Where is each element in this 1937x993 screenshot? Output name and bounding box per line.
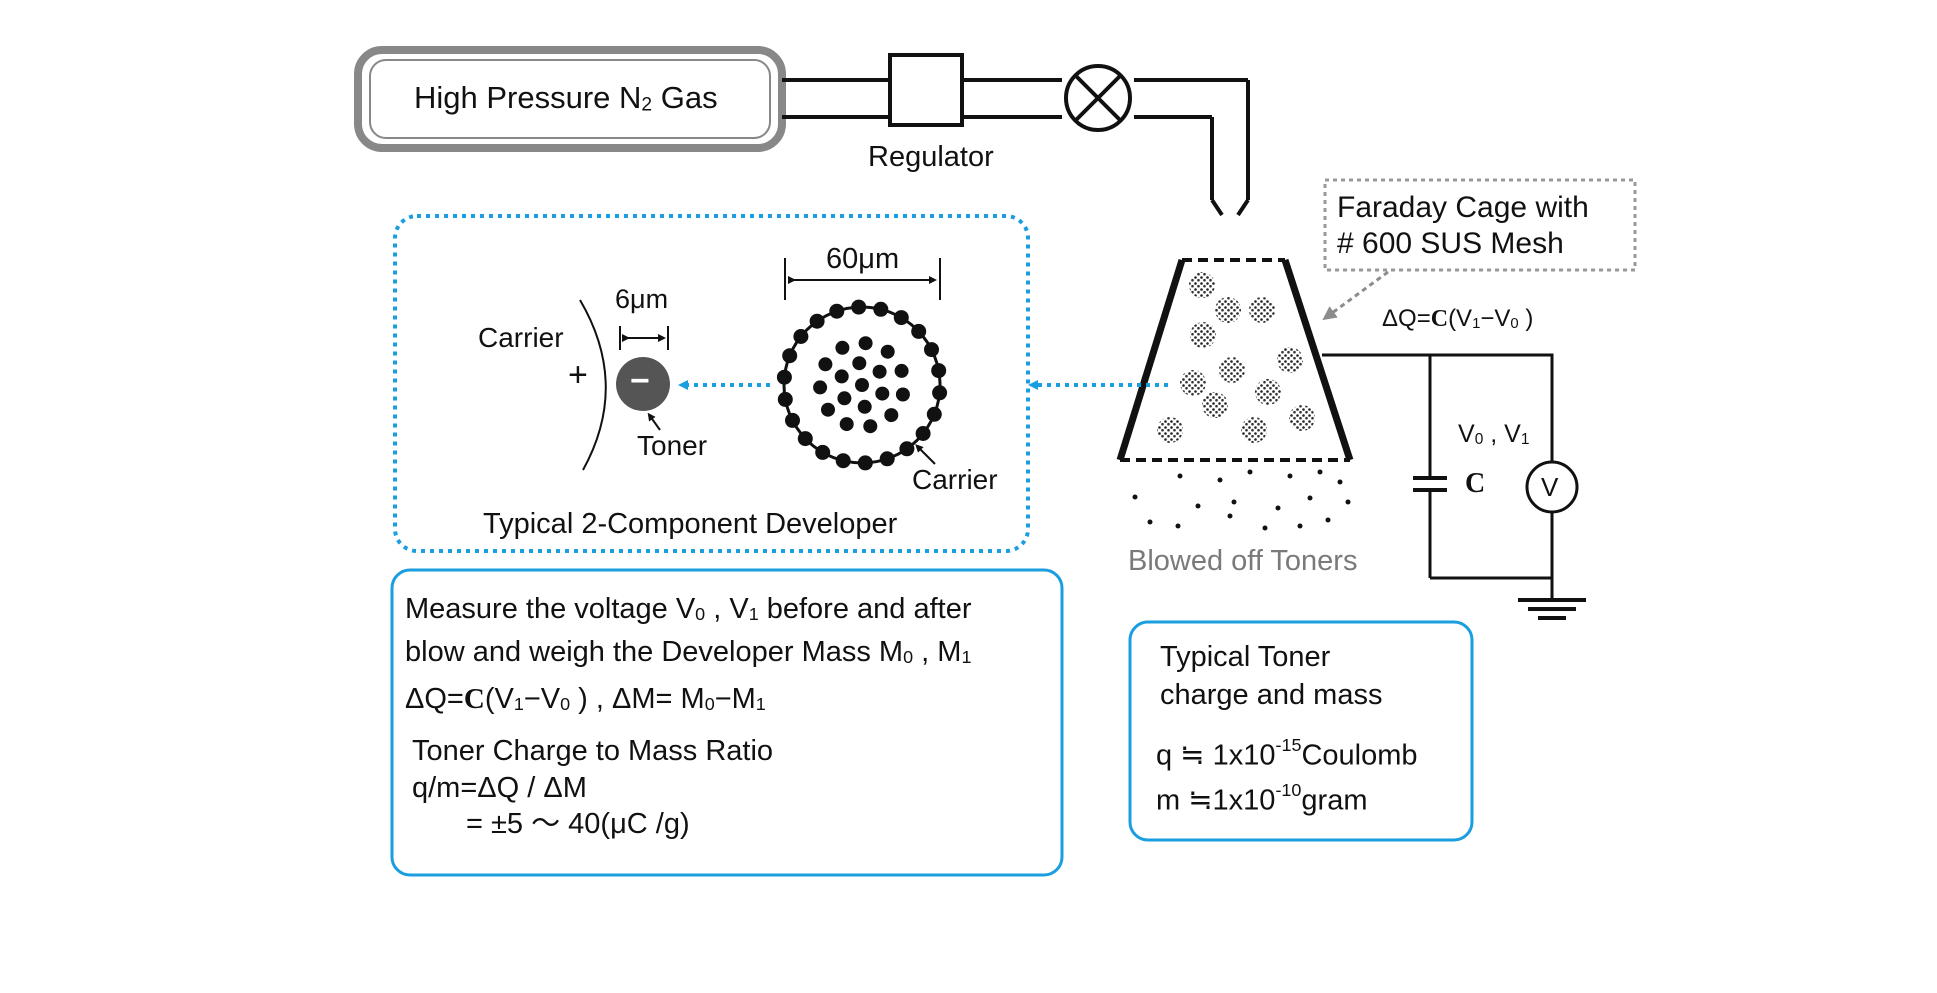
gas-cylinder [354, 46, 786, 152]
toner-dot [835, 453, 851, 469]
faraday-cage-label: Faraday Cage with # 600 SUS Mesh [1337, 191, 1589, 260]
toner-dot [899, 441, 915, 457]
toner-dot [852, 356, 867, 371]
toner-dot [873, 301, 889, 317]
toner-dot [857, 399, 872, 414]
ratio-formula: q/m=ΔQ / ΔM [412, 772, 587, 804]
measurement-line-2: blow and weigh the Developer Mass M0 , M… [405, 636, 972, 669]
toner-dot [821, 402, 835, 417]
charge-formula-label: ΔQ=C(V1−V0 ) [1382, 305, 1534, 332]
ground-icon [1518, 598, 1586, 620]
toner-pointer [647, 412, 661, 431]
plus-sign: + [568, 356, 588, 394]
toner-dot [855, 378, 869, 392]
voltage-readout-label: V0 , V1 [1458, 420, 1530, 448]
toner-size-label: 6μm [615, 284, 669, 314]
toner-dot [837, 391, 852, 406]
capacitor-icon [1413, 476, 1447, 492]
toner-dot [815, 444, 831, 460]
faraday-pointer-arrow [1322, 270, 1389, 321]
toner-minus-sign: − [630, 362, 650, 400]
toner-dot [777, 391, 793, 407]
carrier-surface-arc [579, 299, 607, 471]
voltmeter-label: V [1541, 472, 1559, 502]
toner-dot [931, 363, 947, 379]
gas-pipe [782, 78, 1250, 217]
toner-label: Toner [637, 430, 708, 461]
regulator-box [888, 53, 964, 127]
toner-dot [776, 369, 792, 385]
measurement-circuit [1322, 353, 1554, 600]
toner-box-title: Typical Toner charge and mass [1160, 641, 1383, 711]
toner-dot [809, 313, 825, 329]
toner-dot [879, 451, 895, 467]
inner-toner-particles [813, 336, 910, 434]
carrier-right-label: Carrier [912, 464, 998, 495]
measurement-text: Measure the voltage V0 , V1 before and a… [405, 590, 972, 723]
gas-source-label: High Pressure N2 Gas [414, 80, 718, 116]
toner-mass-value: m ≒1x10-10gram [1156, 780, 1368, 817]
toner-dot [872, 364, 887, 379]
toner-dot [857, 455, 873, 471]
toner-dot [926, 406, 942, 422]
toner-dot [782, 348, 798, 364]
toner-dot [813, 380, 828, 395]
toner-dot [893, 310, 909, 326]
toner-dot [863, 419, 878, 434]
carrier-size-label: 60μm [826, 243, 900, 275]
toner-dot [875, 386, 890, 401]
blown-toner-dots [1132, 469, 1351, 531]
toner-box-border [1128, 620, 1474, 842]
toner-dot [884, 408, 899, 423]
toner-dot [894, 363, 909, 378]
toner-dot [858, 336, 873, 351]
blown-toners-label: Blowed off Toners [1128, 545, 1358, 577]
toner-dot [834, 369, 849, 384]
carrier-pointer [915, 444, 936, 465]
toner-dot [880, 344, 895, 359]
toner-dot [924, 342, 939, 358]
faraday-label-box [1323, 178, 1637, 272]
toner-dot [793, 329, 809, 344]
toner-dot [839, 417, 854, 432]
toner-dot [915, 426, 931, 441]
surface-toner-particles [776, 299, 948, 471]
voltmeter-icon [1525, 460, 1579, 514]
toner-dimension-line [619, 326, 669, 350]
toner-dot [797, 431, 813, 447]
developer-panel-title: Typical 2-Component Developer [483, 508, 898, 540]
carrier-left-label: Carrier [478, 322, 564, 353]
capacitor-label: C [1465, 468, 1486, 499]
valve-icon [1064, 64, 1132, 132]
measurement-box-border [390, 568, 1064, 877]
toner-dot [829, 303, 845, 319]
toner-dot [785, 412, 800, 428]
measurement-line-1: Measure the voltage V0 , V1 before and a… [405, 593, 972, 625]
toner-dot [851, 299, 867, 315]
toner-dot [911, 323, 927, 339]
developer-particles-in-cage [1157, 272, 1315, 443]
ratio-value: = ±5 〜 40(μC /g) [466, 808, 690, 840]
measurement-line-3: ΔQ=C(V1−V0 ) , ΔM= M0−M1 [405, 683, 766, 716]
toner-dot [835, 340, 850, 355]
regulator-label: Regulator [868, 141, 994, 173]
toner-particle [616, 357, 670, 411]
faraday-cage [1116, 258, 1354, 462]
toner-charge-value: q ≒ 1x10-15Coulomb [1156, 735, 1418, 772]
toner-dot [895, 387, 910, 402]
carrier-bead [776, 299, 948, 471]
toner-dot [818, 357, 833, 372]
ratio-title: Toner Charge to Mass Ratio [412, 735, 774, 767]
carrier-dimension-line [784, 258, 941, 300]
toner-dot [932, 385, 948, 401]
